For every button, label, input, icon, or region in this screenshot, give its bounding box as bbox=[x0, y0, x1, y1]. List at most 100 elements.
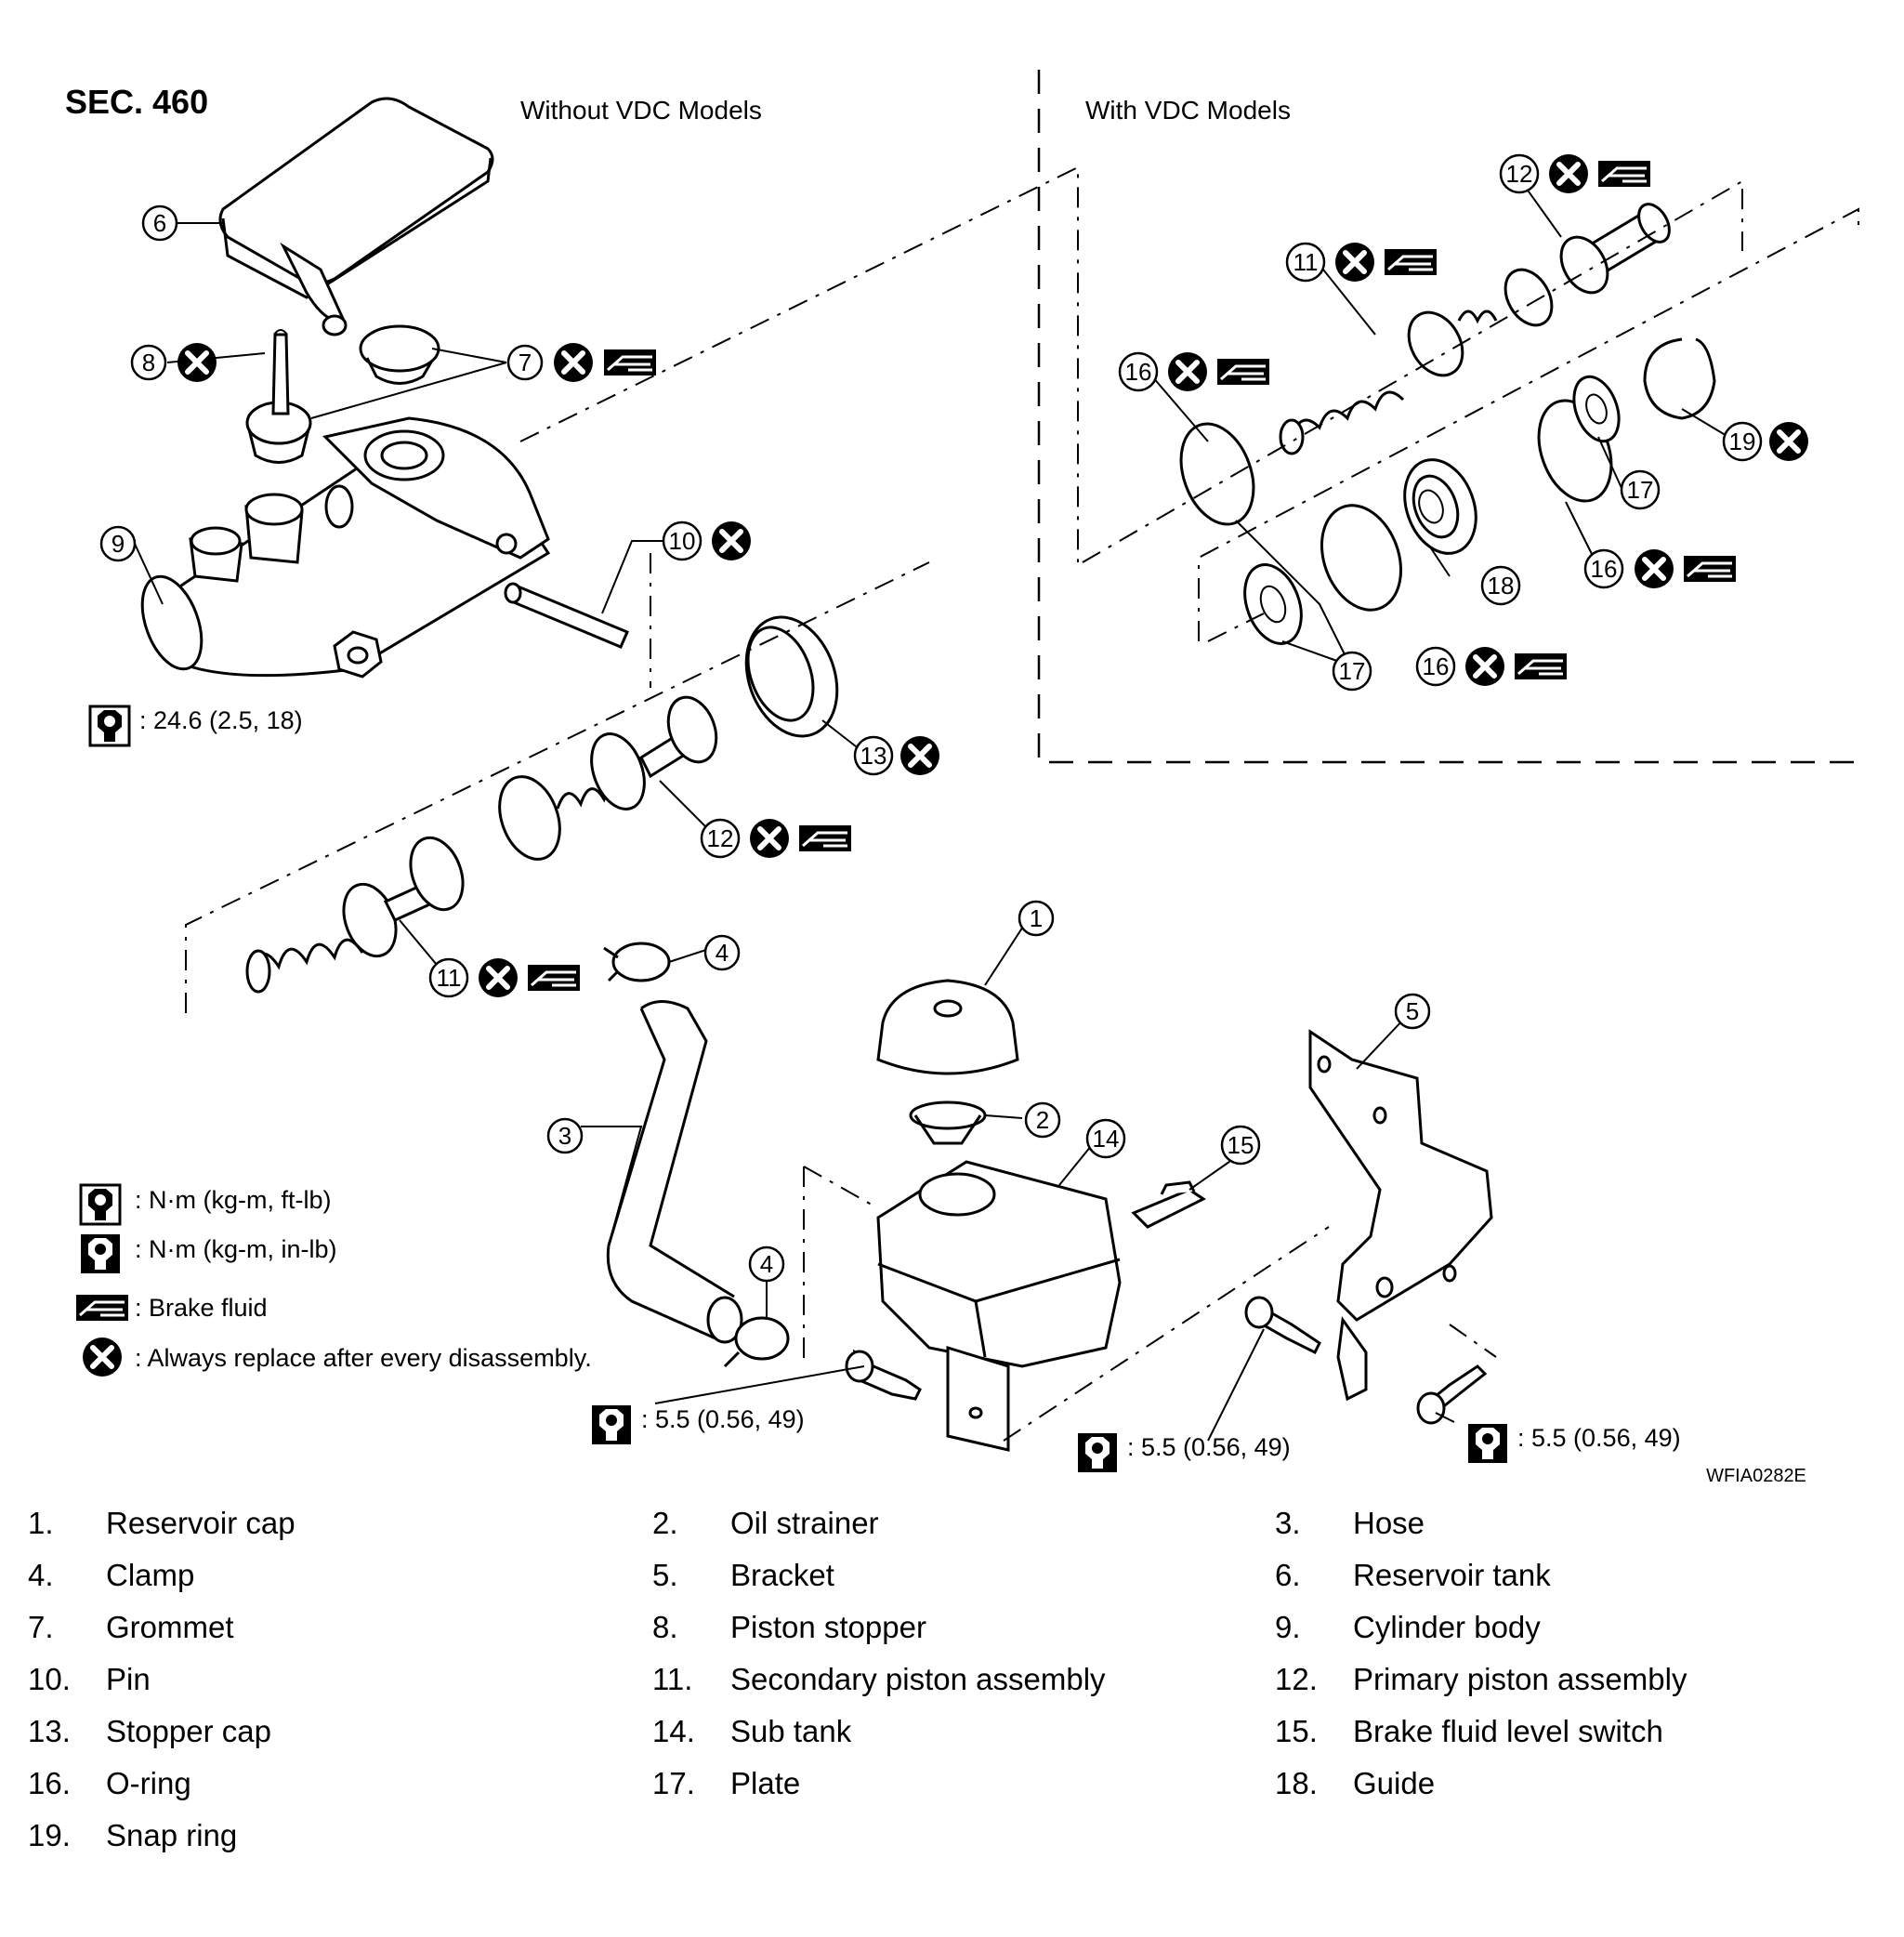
svg-text:4: 4 bbox=[760, 1250, 773, 1278]
part-number: 17. bbox=[652, 1766, 695, 1800]
callout-6: 6 bbox=[141, 204, 178, 242]
part-name: Bracket bbox=[730, 1558, 834, 1592]
grommet-drawing bbox=[245, 324, 440, 464]
part-number: 13. bbox=[28, 1714, 71, 1748]
replace-icon bbox=[900, 736, 939, 775]
callout-16-lower: 16 bbox=[1415, 646, 1456, 687]
part-number: 4. bbox=[28, 1558, 54, 1592]
callout-7: 7 bbox=[506, 344, 544, 381]
part-number: 5. bbox=[652, 1558, 678, 1592]
vdc-guide-drawing bbox=[1403, 458, 1477, 555]
vdc-secondary-piston-drawing bbox=[1279, 310, 1464, 455]
callout-1: 1 bbox=[1018, 900, 1055, 937]
legend-replace: : Always replace after every disassembly… bbox=[135, 1344, 592, 1372]
replace-icon bbox=[1168, 352, 1207, 391]
callout-14: 14 bbox=[1085, 1118, 1126, 1159]
svg-text:15: 15 bbox=[1228, 1131, 1254, 1159]
replace-icon bbox=[177, 343, 217, 382]
legend: : N·m (kg-m, ft-lb) : N·m (kg-m, in-lb) … bbox=[74, 1183, 592, 1377]
callout-13: 13 bbox=[853, 735, 894, 776]
callout-4-lower: 4 bbox=[748, 1245, 785, 1283]
callout-11: 11 bbox=[428, 957, 469, 998]
replace-icon bbox=[479, 958, 518, 997]
wrench-inlb-icon bbox=[592, 1405, 631, 1444]
part-name: Plate bbox=[730, 1766, 801, 1800]
legend-ftlb: : N·m (kg-m, ft-lb) bbox=[135, 1186, 331, 1214]
torque-bolt-left: : 5.5 (0.56, 49) bbox=[641, 1405, 805, 1433]
wrench-inlb-icon bbox=[81, 1234, 120, 1273]
part-number: 19. bbox=[28, 1818, 71, 1852]
callout-12-vdc: 12 bbox=[1499, 153, 1540, 194]
part-name: O-ring bbox=[106, 1766, 191, 1800]
callout-18: 18 bbox=[1480, 565, 1521, 606]
part-number: 7. bbox=[28, 1610, 54, 1644]
legend-inlb: : N·m (kg-m, in-lb) bbox=[135, 1235, 337, 1263]
bolt-drawing-right bbox=[1416, 1364, 1488, 1425]
figure-code: WFIA0282E bbox=[1706, 1466, 1806, 1486]
secondary-piston-drawing bbox=[245, 836, 465, 994]
part-name: Pin bbox=[106, 1662, 151, 1696]
callout-3: 3 bbox=[546, 1117, 584, 1154]
replace-icon bbox=[1769, 422, 1808, 461]
without-vdc-heading: Without VDC Models bbox=[520, 96, 762, 125]
part-number: 6. bbox=[1275, 1558, 1301, 1592]
part-number: 16. bbox=[28, 1766, 71, 1800]
replace-icon bbox=[1635, 549, 1674, 588]
vdc-plate-drawing-lower bbox=[1243, 563, 1303, 645]
brake-fluid-icon bbox=[602, 348, 658, 377]
callout-9: 9 bbox=[99, 525, 137, 562]
part-number: 18. bbox=[1275, 1766, 1318, 1800]
svg-text:16: 16 bbox=[1591, 555, 1618, 583]
replace-icon bbox=[1465, 647, 1504, 686]
part-number: 11. bbox=[652, 1662, 693, 1696]
svg-text:17: 17 bbox=[1627, 476, 1654, 504]
wrench-ftlb-icon bbox=[88, 705, 131, 747]
piston-stopper-drawing bbox=[271, 329, 290, 415]
callout-11-vdc: 11 bbox=[1285, 242, 1326, 283]
part-name: Brake fluid level switch bbox=[1353, 1714, 1663, 1748]
callout-16-right: 16 bbox=[1583, 548, 1624, 589]
vdc-primary-piston-drawing bbox=[1457, 203, 1671, 327]
svg-text:16: 16 bbox=[1125, 358, 1152, 386]
callout-12: 12 bbox=[700, 818, 741, 859]
level-switch-drawing bbox=[1131, 1180, 1206, 1229]
vdc-plate-drawing-upper bbox=[1572, 375, 1621, 443]
svg-text:8: 8 bbox=[142, 349, 155, 376]
oil-strainer-drawing bbox=[909, 1100, 987, 1145]
brake-fluid-icon bbox=[797, 824, 853, 853]
part-number: 9. bbox=[1275, 1610, 1301, 1644]
cylinder-body-drawing bbox=[140, 416, 551, 678]
torque-nut: : 24.6 (2.5, 18) bbox=[139, 706, 303, 734]
part-name: Clamp bbox=[106, 1558, 195, 1592]
svg-text:1: 1 bbox=[1030, 904, 1043, 932]
nut-drawing bbox=[333, 630, 383, 679]
wrench-inlb-icon bbox=[1078, 1433, 1117, 1472]
reservoir-cap-drawing bbox=[876, 979, 1019, 1075]
replace-icon bbox=[1335, 243, 1374, 282]
svg-text:13: 13 bbox=[860, 742, 887, 770]
bracket-drawing bbox=[1308, 1029, 1493, 1402]
svg-text:16: 16 bbox=[1423, 652, 1450, 680]
sub-tank-drawing bbox=[876, 1160, 1122, 1452]
callout-16-upper: 16 bbox=[1118, 351, 1159, 392]
part-name: Stopper cap bbox=[106, 1714, 271, 1748]
section-label: SEC. 460 bbox=[65, 83, 208, 121]
part-number: 2. bbox=[652, 1506, 678, 1540]
wrench-ftlb-icon bbox=[79, 1183, 122, 1226]
part-name: Reservoir cap bbox=[106, 1506, 295, 1540]
brake-fluid-icon bbox=[1383, 247, 1438, 277]
part-name: Piston stopper bbox=[730, 1610, 926, 1644]
brake-fluid-icon bbox=[74, 1293, 130, 1323]
callout-10: 10 bbox=[662, 520, 703, 561]
part-number: 12. bbox=[1275, 1662, 1318, 1696]
svg-text:12: 12 bbox=[1506, 160, 1533, 188]
svg-text:10: 10 bbox=[669, 527, 696, 555]
callout-4-upper: 4 bbox=[703, 934, 741, 971]
reservoir-tank-drawing bbox=[218, 97, 494, 336]
bolt-drawing-left bbox=[845, 1349, 922, 1401]
svg-text:11: 11 bbox=[437, 964, 462, 992]
svg-text:4: 4 bbox=[716, 939, 729, 967]
vdc-oring-drawing-lower bbox=[1320, 504, 1403, 612]
replace-icon bbox=[1549, 154, 1588, 193]
callout-8: 8 bbox=[130, 344, 167, 381]
